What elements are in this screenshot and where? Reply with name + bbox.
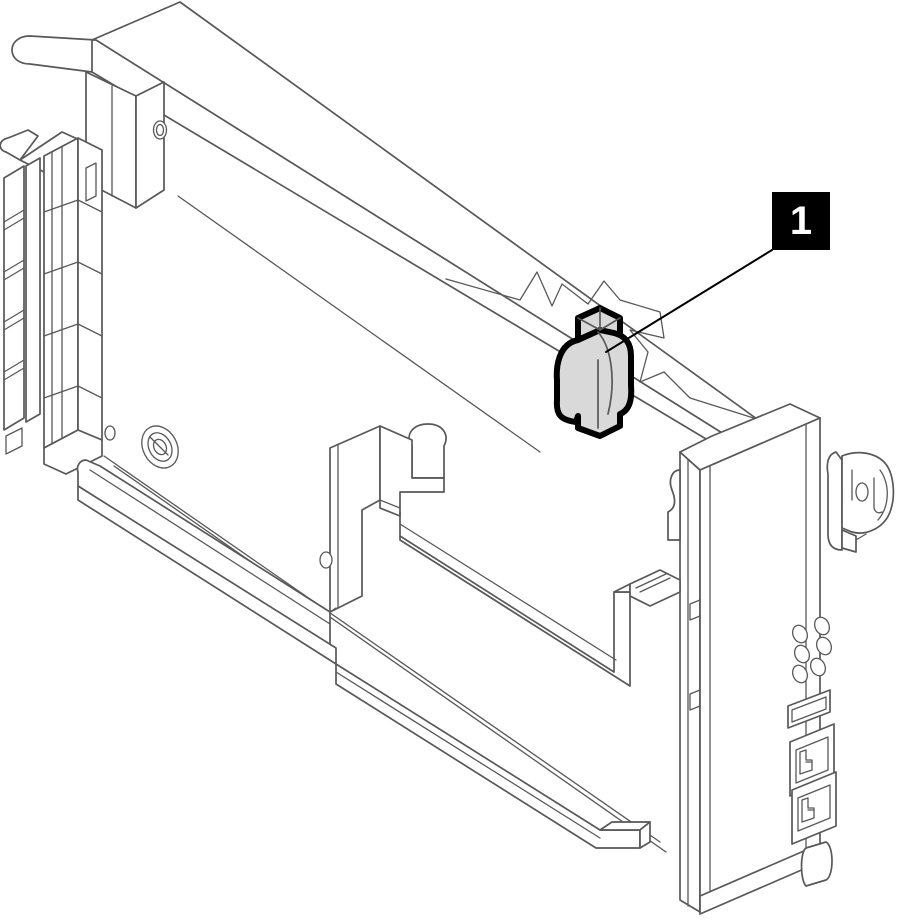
board-hole (104, 425, 116, 441)
mounting-hole (152, 120, 168, 140)
board-standoff (141, 425, 179, 469)
callout-1-number: 1 (790, 199, 812, 243)
thumb-grip (800, 841, 833, 887)
callout-leader-line (605, 249, 773, 353)
edge-connector-bracket (0, 129, 103, 475)
board-outline (103, 195, 667, 853)
callout-1[interactable]: 1 (772, 192, 830, 250)
led-cluster (791, 616, 833, 664)
retention-handle (76, 423, 651, 849)
led-pair (791, 657, 827, 684)
cmos-battery (553, 305, 635, 439)
release-latch (826, 451, 895, 553)
break-line (445, 271, 761, 421)
io-faceplate (787, 616, 837, 887)
network-port-2 (791, 771, 837, 845)
callout-1-box[interactable] (772, 192, 830, 250)
label-slot (787, 689, 831, 729)
